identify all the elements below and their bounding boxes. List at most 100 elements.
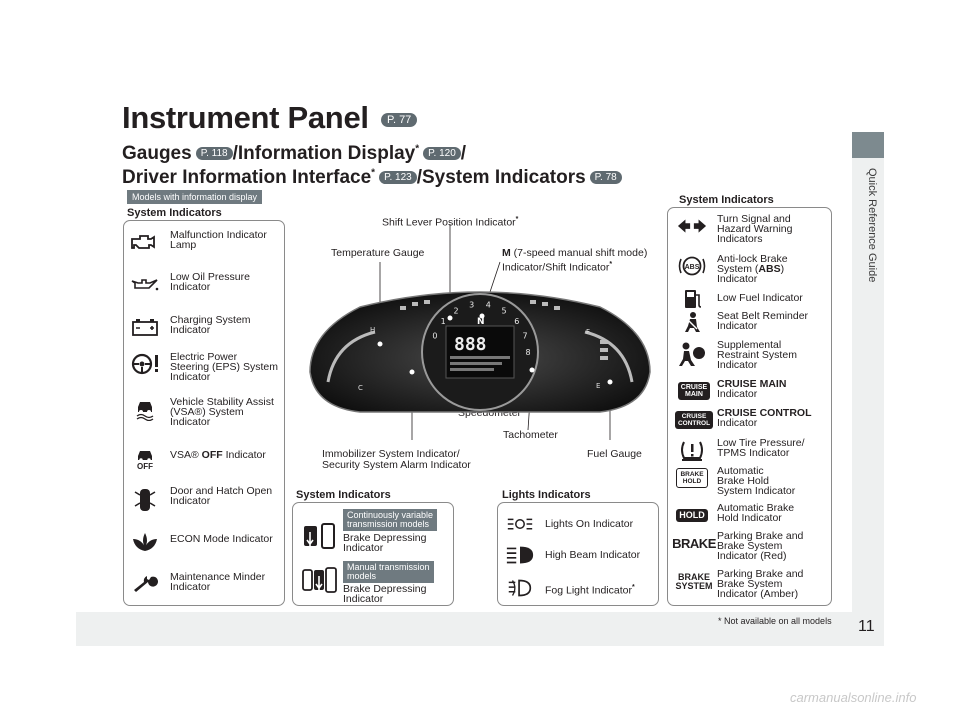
abs-label-bold: ABS (758, 263, 781, 275)
cruise-control-label: CRUISE CONTROL Indicator (717, 407, 812, 429)
indicator-oil-label: Low Oil Pressure Indicator (170, 271, 250, 293)
tpms-label: Low Tire Pressure/ TPMS Indicator (717, 437, 805, 459)
info-ref-link[interactable]: P. 120 (423, 147, 461, 161)
indicator-eps-label: Electric Power Steering (EPS) System Ind… (170, 351, 278, 383)
lights-on-label: Lights On Indicator (545, 518, 634, 530)
indicator-vsa-off-label: VSA® OFF Indicator (170, 449, 266, 461)
cluster-warning-lights (400, 300, 608, 360)
fog-light-text: Fog Light Indicator (545, 584, 632, 597)
fuel-full-label: F (586, 328, 590, 336)
tach-number-7: 7 (523, 332, 528, 341)
sys-ref-link[interactable]: P. 78 (589, 171, 622, 185)
digital-odometer: 888 (454, 334, 487, 355)
callout-temperature: Temperature Gauge (331, 247, 425, 259)
steering-warning-icon (130, 352, 160, 376)
cruise-control-bold: CRUISE CONTROL (717, 407, 812, 419)
tach-number-3: 3 (469, 301, 474, 310)
info-ref: P. 120 (428, 148, 456, 160)
fog-light-asterisk: * (631, 584, 635, 591)
tach-number-6: 6 (514, 317, 519, 326)
display-bar-3 (450, 368, 494, 371)
tach-number-2: 2 (453, 306, 458, 315)
door-open-icon (130, 486, 160, 514)
indicator-vsa-label: Vehicle Stability Assist (VSA®) System I… (170, 396, 274, 428)
cruise-control-post: Indicator (717, 417, 758, 429)
brake-red-icon: BRAKE (672, 531, 716, 555)
callout-m-text: (7-speed manual shift mode) Indicator/Sh… (502, 247, 648, 274)
subtitle-slash: / (460, 143, 467, 164)
cruise-main-icon: CRUISE MAIN (677, 379, 711, 403)
seat-belt-icon (677, 311, 707, 335)
abs-label-pre: Anti-lock Brake System ( (717, 253, 788, 275)
srs-label: Supplemental Restraint System Indicator (717, 339, 797, 371)
left-panel-heading: System Indicators (127, 207, 222, 219)
skid-car-icon (130, 397, 160, 421)
gear-indicator: N (477, 317, 485, 327)
page-title: Instrument Panel P. 77 (122, 100, 418, 136)
page-ref-text: P. 77 (387, 113, 412, 126)
cruise-control-badge: CRUISE CONTROL (674, 411, 714, 429)
abs-icon-text: ABS (685, 264, 700, 271)
callout-fuel: Fuel Gauge (587, 448, 642, 460)
fuel-needle-dot (607, 379, 613, 385)
indicator-mil-label: Malfunction Indicator Lamp (170, 229, 267, 251)
m-mode-dot (479, 313, 485, 319)
vsa-off-bold: OFF (201, 449, 223, 461)
callout-immobilizer: Immobilizer System Indicator/ Security S… (322, 448, 471, 471)
indicator-eps: Electric Power Steering (EPS) System Ind… (130, 352, 278, 382)
callout-tachometer: Tachometer (503, 429, 558, 441)
indicator-seat-belt: Seat Belt Reminder Indicator (677, 311, 808, 335)
indicator-door: Door and Hatch Open Indicator (130, 486, 272, 514)
dii-ref-link[interactable]: P. 123 (379, 171, 417, 185)
footer-url: carmanualsonline.info (790, 690, 917, 705)
tire-pressure-icon (677, 438, 707, 462)
gauges-ref: P. 118 (200, 148, 228, 160)
indicator-vsa-off: OFF VSA® OFF Indicator (130, 446, 266, 474)
fuel-gauge-arc (584, 330, 634, 383)
brake-red-word: BRAKE (672, 535, 716, 551)
sys-label: /System Indicators (416, 167, 586, 188)
lights-on-icon (505, 512, 535, 536)
temp-gauge-arc (326, 330, 376, 383)
callout-shift-lever-text: Shift Lever Position Indicator (382, 216, 516, 229)
brake-depress-mt-icon (302, 566, 338, 596)
brake-depress-cvt-icon (302, 522, 338, 552)
page-number: 11 (858, 618, 875, 635)
lights-heading: Lights Indicators (502, 489, 591, 501)
cruise-main-badge: CRUISE MAIN (677, 382, 711, 400)
callout-m-mode: M (7-speed manual shift mode) Indicator/… (502, 248, 647, 274)
turn-signal-label: Turn Signal and Hazard Warning Indicator… (717, 213, 793, 245)
indicator-maintenance: Maintenance Minder Indicator (130, 572, 265, 596)
page-ref-link[interactable]: P. 77 (381, 112, 418, 127)
shift-lever-dot (447, 315, 453, 321)
gauges-label: Gauges (122, 143, 192, 164)
abs-label-post: ) Indicator (717, 263, 785, 285)
high-beam-label: High Beam Indicator (545, 549, 641, 561)
indicator-low-fuel: Low Fuel Indicator (677, 287, 803, 311)
cruise-main-label: CRUISE MAIN Indicator (717, 379, 786, 400)
indicator-door-label: Door and Hatch Open Indicator (170, 485, 273, 507)
tach-number-4: 4 (486, 301, 491, 310)
callout-speedometer: Speedometer (458, 407, 522, 419)
engine-icon (130, 230, 160, 254)
brake-hold-badge: BRAKE HOLD (676, 468, 708, 488)
hold-badge: HOLD (676, 508, 708, 522)
airbag-icon (677, 340, 707, 370)
hold-icon: HOLD (676, 503, 708, 527)
cvt-brake-label: Brake Depressing Indicator (343, 532, 427, 554)
brake-system-amber-icon: BRAKE SYSTEM (676, 569, 713, 595)
indicator-tpms: Low Tire Pressure/ TPMS Indicator (677, 438, 805, 462)
dii-ref: P. 123 (384, 172, 412, 184)
gauges-ref-link[interactable]: P. 118 (195, 147, 233, 161)
indicator-auto-brake-hold: HOLD Automatic Brake Hold Indicator (676, 503, 794, 527)
fog-light-label: Fog Light Indicator* (545, 583, 635, 596)
indicator-abs: ABS Anti-lock Brake System (ABS) Indicat… (677, 254, 788, 284)
callout-shift-lever: Shift Lever Position Indicator* (382, 214, 518, 229)
tach-number-1: 1 (441, 317, 446, 326)
low-fuel-label: Low Fuel Indicator (717, 292, 803, 304)
side-label: Quick Reference Guide (866, 168, 878, 283)
callout-shift-asterisk: * (515, 216, 519, 223)
tach-number-5: 5 (501, 306, 506, 315)
